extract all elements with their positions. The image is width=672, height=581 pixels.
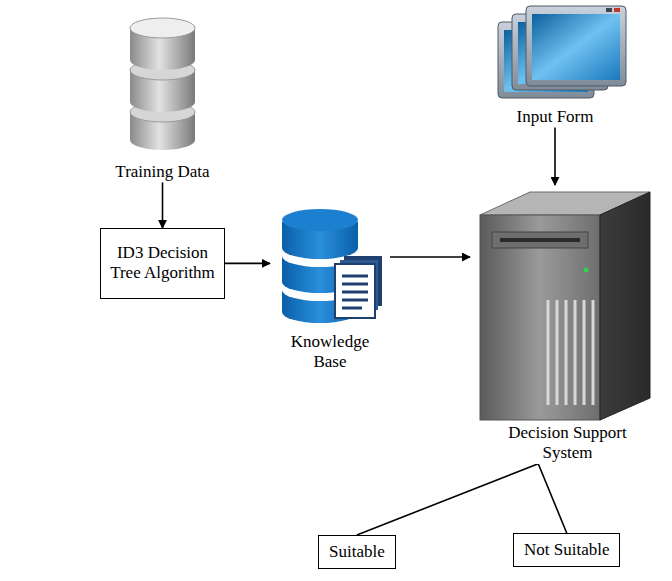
node-label: ID3 Decision Tree Algorithm <box>107 243 218 284</box>
input-form-node: Input Form <box>480 5 630 127</box>
knowledge-base-icon <box>282 209 382 323</box>
connector-arrow <box>554 127 556 185</box>
server-icon <box>480 192 650 420</box>
database-node: Training Data <box>100 5 225 182</box>
connector-line <box>538 464 566 533</box>
node-label: Input Form <box>515 107 596 127</box>
connector-arrow <box>225 263 270 265</box>
node-label: Not Suitable <box>524 540 609 560</box>
database-icon <box>130 18 195 150</box>
server-node: Decision Support System <box>470 185 665 464</box>
connector-arrow <box>162 182 164 228</box>
connector-line <box>357 464 538 535</box>
knowledge-base-node: Knowledge Base <box>270 200 390 373</box>
process-box: ID3 Decision Tree Algorithm <box>100 228 225 299</box>
result-box: Suitable <box>318 535 396 569</box>
connector-arrow <box>390 256 470 258</box>
node-label: Knowledge Base <box>281 332 380 373</box>
node-label: Decision Support System <box>496 423 640 464</box>
node-label: Suitable <box>329 542 385 562</box>
result-box: Not Suitable <box>513 533 620 567</box>
window-stack-icon <box>498 6 626 98</box>
node-label: Training Data <box>113 162 211 182</box>
